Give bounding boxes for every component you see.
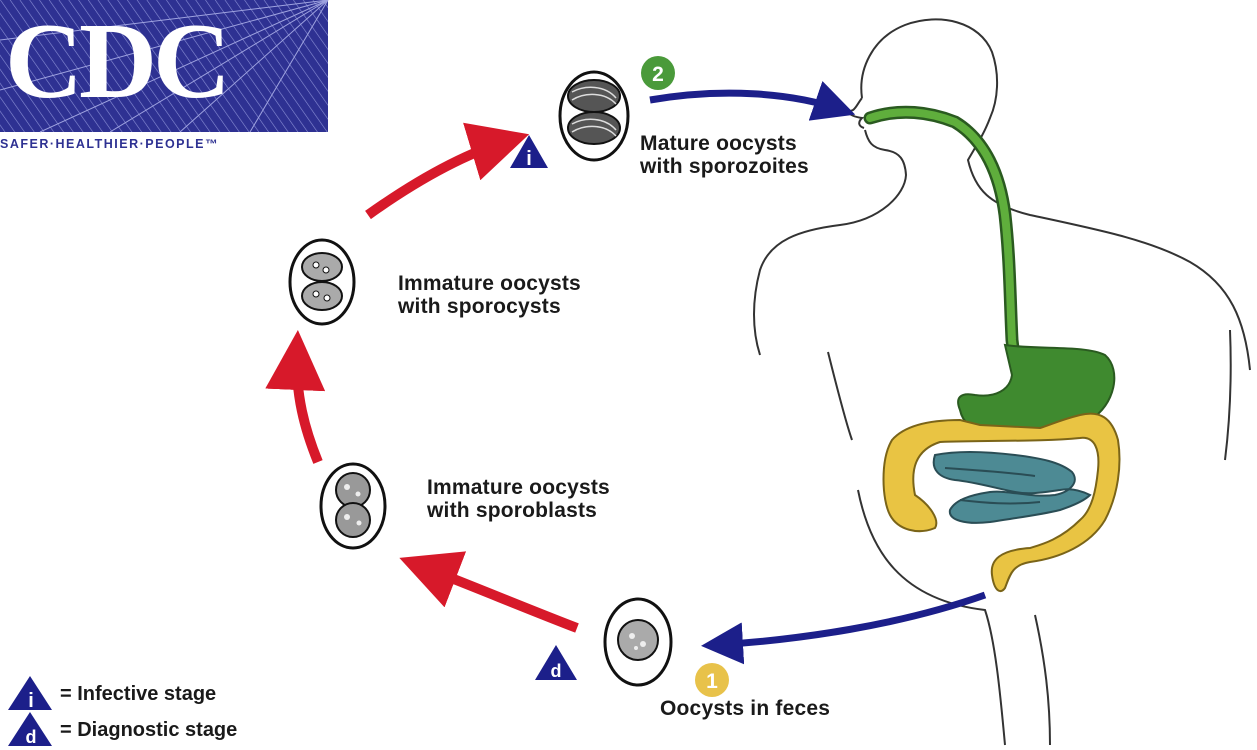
mature-oocysts-label: Mature oocysts with sporozoites <box>640 132 809 178</box>
mature-oocyst <box>560 72 628 160</box>
diagnostic-stage-symbol: d <box>551 661 562 681</box>
legend-diagnostic-text: = Diagnostic stage <box>60 719 237 742</box>
feces-oocyst <box>605 599 671 685</box>
sporoblasts-line1: Immature oocysts <box>427 476 610 499</box>
cdc-logo: CDC SAFER·HEALTHIER·PEOPLE™ <box>0 0 328 151</box>
sporoblasts-oocyst <box>321 464 385 548</box>
legend-diagnostic-row: = Diagnostic stage <box>56 719 237 742</box>
step-2-number: 2 <box>652 63 664 86</box>
arrow-sporocysts-to-mature <box>368 140 510 215</box>
sporocysts-oocyst <box>290 240 354 324</box>
legend-infective-symbol: i <box>28 690 34 712</box>
legend-infective-row: = Infective stage <box>56 683 216 706</box>
digestive-tract <box>870 112 1119 591</box>
arrow-excretion <box>715 595 985 645</box>
legend-diagnostic-symbol: d <box>26 727 37 747</box>
mature-oocysts-line1: Mature oocysts <box>640 132 809 155</box>
sporoblasts-line2: with sporoblasts <box>427 499 610 522</box>
cdc-logo-tagline: SAFER·HEALTHIER·PEOPLE™ <box>0 137 219 151</box>
legend-infective-text: = Infective stage <box>60 683 216 706</box>
small-intestine <box>934 452 1090 523</box>
step-1-badge: 1 <box>695 663 729 697</box>
infective-stage-marker: i <box>510 135 548 170</box>
step-1-number: 1 <box>706 670 718 693</box>
infective-stage-symbol: i <box>526 148 532 170</box>
sporocysts-label: Immature oocysts with sporocysts <box>398 272 581 318</box>
arrow-ingestion <box>650 93 842 110</box>
diagnostic-stage-marker: d <box>535 645 577 681</box>
development-arrows <box>297 140 577 628</box>
arrow-sporoblasts-to-sporocysts <box>297 350 318 462</box>
oocysts-in-feces-label: Oocysts in feces <box>660 697 830 720</box>
legend-infective-icon: i <box>8 676 52 712</box>
sporocysts-line1: Immature oocysts <box>398 272 581 295</box>
sporocysts-line2: with sporocysts <box>398 295 581 318</box>
legend-diagnostic-icon: d <box>8 712 52 747</box>
sporoblasts-label: Immature oocysts with sporoblasts <box>427 476 610 522</box>
mature-oocysts-line2: with sporozoites <box>640 155 809 178</box>
oocysts-in-feces-line1: Oocysts in feces <box>660 697 830 720</box>
step-2-badge: 2 <box>641 56 675 90</box>
arrow-feces-to-sporoblasts <box>418 565 577 628</box>
cdc-logo-letters: CDC <box>5 2 227 121</box>
